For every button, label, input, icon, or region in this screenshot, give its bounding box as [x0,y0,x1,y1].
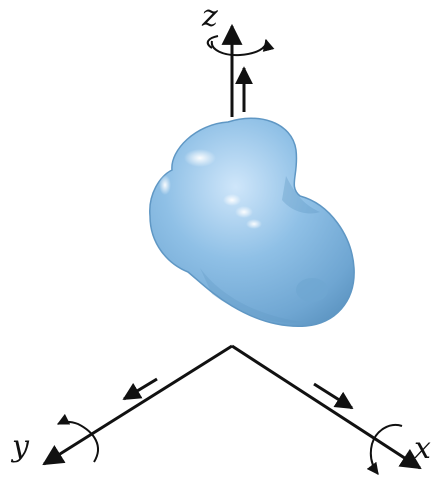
axes [42,23,422,470]
x-rotation-arrow [366,424,403,475]
blob-lower-shadow [200,268,302,323]
blob-highlight-left [159,175,171,195]
translation-arrows [122,66,354,410]
rotation-arrows [56,35,403,475]
axis-labels: z y x [10,0,431,466]
z-rotation-tail [206,35,219,49]
molecular-surface-blob [149,117,355,327]
blob-highlight-mid-2 [235,206,253,218]
y-rotation-arrow [56,413,99,463]
y-axis [42,344,233,466]
blob-fold-shadow [282,176,320,214]
y-axis-label: y [10,429,30,464]
x-axis [231,344,422,470]
x-axis-label: x [414,431,431,466]
x-translation-arrow [313,382,354,410]
blob-highlight-mid-3 [246,219,262,229]
y-translation-arrow [122,377,158,401]
z-rotation-arrow [210,38,275,57]
z-axis-label: z [201,0,218,34]
blob-dimple [296,278,328,302]
blob-highlight-top [184,149,216,167]
blob-highlight-mid-1 [223,194,241,206]
